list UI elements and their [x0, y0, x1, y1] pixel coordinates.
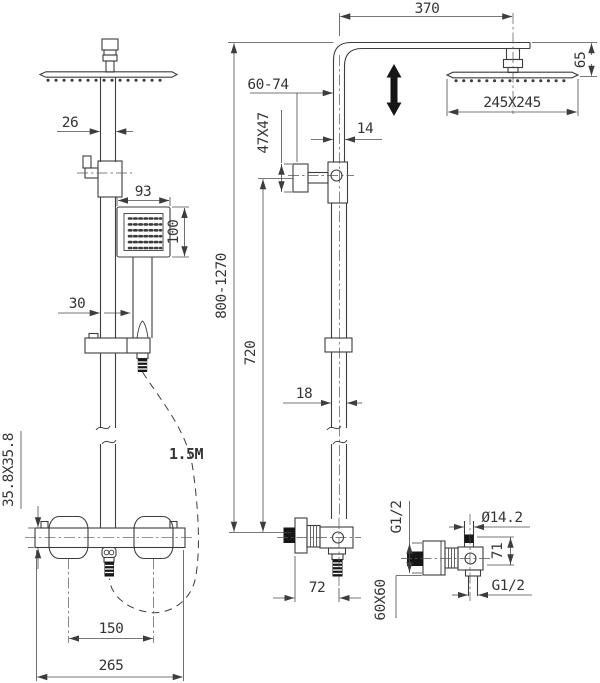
- valve-body-detail: [401, 514, 492, 601]
- hand-shower: [116, 206, 171, 339]
- dim-720-label: 720: [243, 341, 259, 366]
- overhead-shower-front: [38, 71, 179, 82]
- dim-18-label: 18: [296, 386, 312, 402]
- thread-bottom-label: G1/2: [492, 578, 525, 594]
- dim-150-label: 150: [99, 621, 124, 637]
- body-height-label: 71: [490, 543, 506, 559]
- dim-body-height: 71: [477, 536, 514, 566]
- dim-thread-top: G1/2: [389, 501, 422, 574]
- dim-handset-width: 93: [116, 184, 171, 206]
- hose-length-label: 1.5M: [169, 445, 204, 463]
- dim-265-label: 265: [99, 658, 124, 674]
- overhead-shower-side: [445, 13, 580, 114]
- front-view: 26 93 100 30 1.5M 35.8X35.8: [1, 38, 204, 681]
- dim-lower-section: 720: [243, 178, 293, 532]
- height-adjust-arrow-icon: [386, 64, 402, 116]
- dim-wall-distance: 60-74: [247, 77, 333, 162]
- dim-column-height: 800-1270: [214, 42, 334, 533]
- thread-top-label: G1/2: [389, 501, 405, 534]
- dim-60-74-label: 60-74: [247, 77, 289, 93]
- hose-length-text: 1.5M: [169, 445, 204, 463]
- dim-65-label: 65: [573, 52, 589, 68]
- shower-arm-side: [332, 41, 531, 518]
- dim-handset-height: 100: [166, 206, 189, 258]
- dim-upper-pipe: 14: [311, 121, 382, 143]
- dim-245x245-label: 245X245: [483, 95, 541, 111]
- shutoff-valve-side: [277, 517, 361, 586]
- dim-head-size: 245X245: [446, 79, 579, 116]
- dim-handset-offset: 30: [58, 296, 131, 317]
- dim-100-label: 100: [166, 220, 182, 245]
- dim-30-label: 30: [69, 296, 85, 312]
- side-view: 370 60-74 47X47 14: [214, 1, 597, 602]
- diverter-valve: [77, 155, 132, 198]
- dim-pipe-width: 26: [57, 115, 133, 135]
- dim-14-label: 14: [357, 121, 374, 137]
- slider-holder: [84, 332, 151, 372]
- dim-47x47-label: 47X47: [256, 112, 272, 153]
- dim-plate-size: 60X60: [373, 575, 422, 621]
- ceiling-connector: [101, 38, 119, 73]
- valve-detail-view: G1/2 60X60 Ø14.2 71 G1/2: [373, 501, 532, 621]
- plate-size-label: 60X60: [373, 579, 389, 620]
- dim-bracket-plate: 47X47: [256, 110, 292, 193]
- dim-370-label: 370: [415, 1, 440, 17]
- dim-head-drop: 65: [532, 42, 597, 77]
- dim-35.8-label: 35.8X35.8: [1, 433, 17, 507]
- inlet-dia-label: Ø14.2: [481, 510, 522, 526]
- dim-26-label: 26: [62, 115, 78, 131]
- dim-inlet-centers: 150: [68, 558, 154, 643]
- thermostatic-mixer: [25, 515, 195, 577]
- dim-inlet-dia: Ø14.2: [449, 510, 530, 531]
- dim-valve-depth: 72: [273, 556, 361, 602]
- dim-mixer-body: 35.8X35.8: [1, 431, 42, 569]
- dim-800-1270-label: 800-1270: [214, 253, 230, 319]
- dim-lower-pipe: 18: [283, 386, 362, 407]
- dim-arm-reach: 370: [339, 1, 513, 36]
- riser-pipe-side: [324, 203, 353, 519]
- riser-pipe-front: [95, 77, 117, 528]
- dim-72-label: 72: [309, 580, 325, 596]
- dim-mixer-width: 265: [36, 550, 184, 681]
- dim-93-label: 93: [135, 184, 151, 200]
- wall-bracket-side: [288, 161, 354, 204]
- dim-thread-bottom: G1/2: [452, 578, 532, 599]
- shower-hose: [109, 371, 199, 614]
